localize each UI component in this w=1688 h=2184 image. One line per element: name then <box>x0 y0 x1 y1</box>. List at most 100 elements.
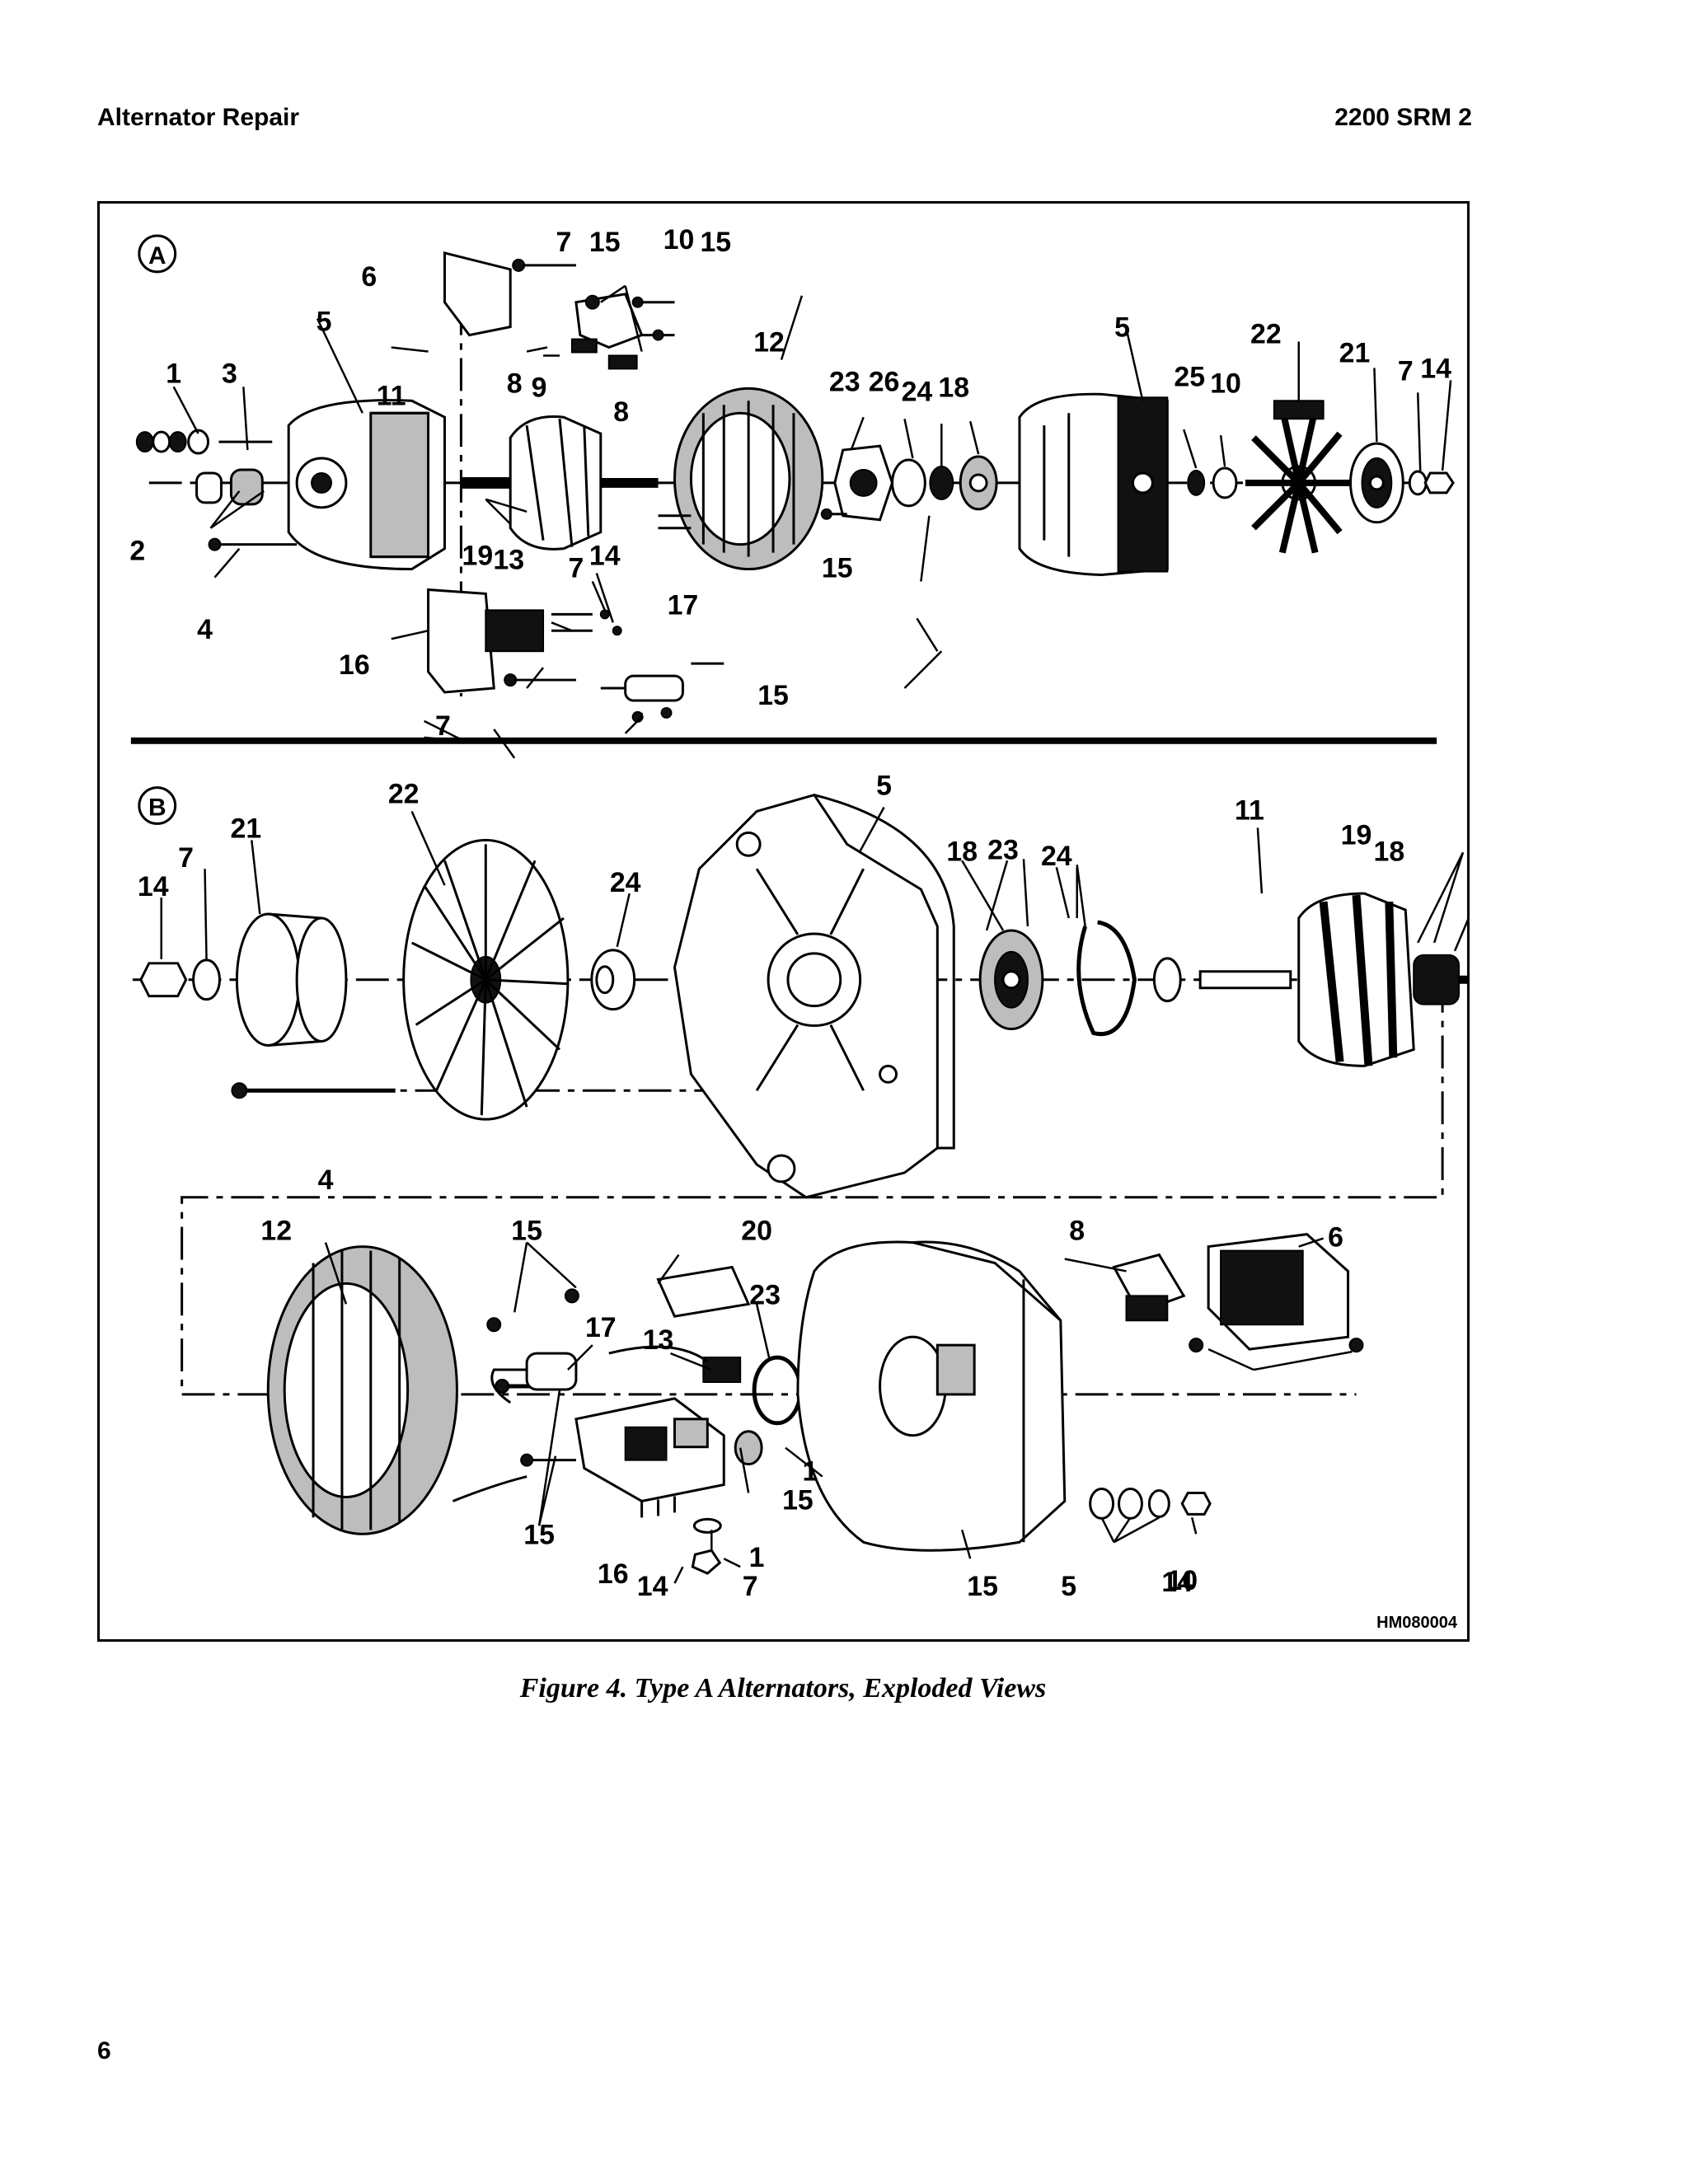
figure-code: HM080004 <box>1376 1614 1457 1632</box>
view-b-callout-21: 1 <box>802 1456 818 1488</box>
view-b-washer-1 <box>692 1517 722 1534</box>
view-b-marker-circle <box>138 786 177 825</box>
exploded-view-figure: A <box>97 201 1470 1642</box>
view-b-callout-30: 10 <box>1166 1565 1198 1596</box>
view-b-callout-20: 17 <box>585 1312 617 1343</box>
view-b-callout-25: 1 <box>749 1542 765 1573</box>
view-b-rectifier-assembly <box>574 1397 725 1518</box>
view-b-callout-0: 5 <box>876 771 892 802</box>
view-b-cover-screw-left <box>1189 1338 1204 1353</box>
view-b-callout-6: 7 <box>178 842 194 874</box>
view-a-drive-end-frame <box>1018 392 1169 577</box>
view-b-slip-ring-end-frame <box>796 1240 1067 1552</box>
view-separator-bar <box>130 737 1437 744</box>
view-b-screw-top-right <box>564 1288 579 1304</box>
view-b-rotor <box>1198 892 1467 1067</box>
view-b-capacitor <box>490 1352 578 1404</box>
view-a-callout-34: 7 <box>435 710 451 742</box>
view-a-callout-30: 4 <box>197 614 213 645</box>
exploded-view-drawing: A <box>129 224 1467 1602</box>
view-b-callout-8: 18 <box>946 836 978 867</box>
view-a-washer-10 <box>1212 466 1238 499</box>
view-a-callout-6: 12 <box>753 327 785 359</box>
view-a-callout-13: 23 <box>829 366 860 397</box>
view-b-callout-10: 24 <box>1041 841 1072 872</box>
view-b-callout-11: 14 <box>138 871 169 902</box>
view-b-callout-19: 13 <box>643 1324 674 1356</box>
view-a-callout-12: 8 <box>613 396 629 428</box>
view-b-callout-17: 6 <box>1328 1222 1343 1254</box>
view-a-brush-holder <box>570 293 675 370</box>
view-a-callout-7: 22 <box>1250 319 1282 350</box>
view-a-callout-23: 11 <box>377 380 406 411</box>
view-b-brush <box>702 1357 742 1383</box>
view-b-pulley <box>235 912 348 1047</box>
view-b-callout-14: 15 <box>511 1216 542 1247</box>
view-b-marker: B <box>148 794 166 821</box>
view-b-callout-1: 22 <box>388 779 420 810</box>
view-a-callout-24: 2 <box>129 536 145 567</box>
view-b-cover <box>1207 1233 1350 1351</box>
view-a-callout-31: 17 <box>668 589 699 621</box>
view-a-bearing-parts <box>820 444 998 522</box>
view-b-callout-24: 16 <box>598 1558 629 1590</box>
view-a-callout-10: 8 <box>507 368 523 399</box>
view-a-capacitor <box>600 662 724 723</box>
view-b-drive-end-frame <box>673 793 955 1199</box>
view-b-callout-9: 23 <box>987 834 1019 865</box>
view-b-bearing <box>978 929 1044 1031</box>
view-b-leader-lines <box>160 806 1467 1584</box>
view-b-callout-27: 7 <box>743 1571 758 1602</box>
view-a-callout-16: 18 <box>938 372 969 403</box>
view-a: A <box>130 234 1455 759</box>
view-a-stator <box>658 387 824 571</box>
view-a-nut-stack <box>135 429 273 455</box>
view-a-callout-15: 24 <box>902 376 933 407</box>
view-b-insulator <box>734 1430 763 1466</box>
view-b-callout-2: 11 <box>1235 794 1264 826</box>
view-a-marker: A <box>148 242 166 269</box>
view-a-callout-19: 10 <box>1210 368 1241 399</box>
view-a-callout-5: 5 <box>316 307 332 338</box>
view-b-snap-ring <box>1076 920 1137 1037</box>
view-a-callout-14: 26 <box>869 366 900 397</box>
view-a-callout-29: 15 <box>822 553 853 584</box>
view-b-callout-22: 15 <box>782 1484 814 1516</box>
view-a-callout-26: 13 <box>493 545 524 576</box>
view-a-callout-25: 19 <box>462 541 494 572</box>
view-b-shaft-nut <box>139 962 188 998</box>
view-a-leader-lines <box>172 284 1452 759</box>
view-a-callout-9: 3 <box>222 358 237 389</box>
view-a-callout-27: 7 <box>568 553 584 584</box>
view-b-callout-29: 5 <box>1061 1571 1076 1602</box>
view-a-callout-33: 15 <box>757 680 789 711</box>
view-b-washer-set <box>1089 1488 1212 1520</box>
figure-caption: Figure 4. Type A Alternators, Exploded V… <box>519 1673 1047 1704</box>
view-b-stator <box>266 1245 528 1535</box>
view-a-fan <box>1245 400 1353 554</box>
view-a-bracket <box>443 251 512 337</box>
view-b-bridge <box>656 1265 751 1318</box>
view-b-callout-18: 23 <box>749 1279 781 1310</box>
view-a-callout-22: 14 <box>1420 353 1451 384</box>
view-a-slip-ring-end-frame <box>287 399 446 571</box>
view-b-callout-26: 14 <box>637 1571 668 1602</box>
view-a-callout-1: 15 <box>589 227 621 258</box>
view-b-cover-screw-right <box>1348 1338 1364 1353</box>
view-a-callout-2: 10 <box>663 224 695 255</box>
view-b-callout-5: 18 <box>1374 836 1405 867</box>
view-a-marker-circle <box>138 234 177 274</box>
running-header-title: Alternator Repair <box>97 104 300 131</box>
view-b-callout-15: 20 <box>741 1216 772 1247</box>
view-b-callout-7: 24 <box>610 867 641 898</box>
view-a-callout-18: 25 <box>1174 361 1205 392</box>
view-b: B <box>132 786 1467 1584</box>
view-a-lock-washer <box>1408 470 1428 496</box>
view-b-callout-16: 8 <box>1069 1216 1085 1247</box>
view-a-pulley <box>1349 442 1404 524</box>
view-a-washer-25 <box>1187 469 1206 496</box>
view-b-connector-line <box>181 979 1444 1396</box>
page-number: 6 <box>97 2037 111 2064</box>
view-a-callout-11: 9 <box>532 372 547 403</box>
